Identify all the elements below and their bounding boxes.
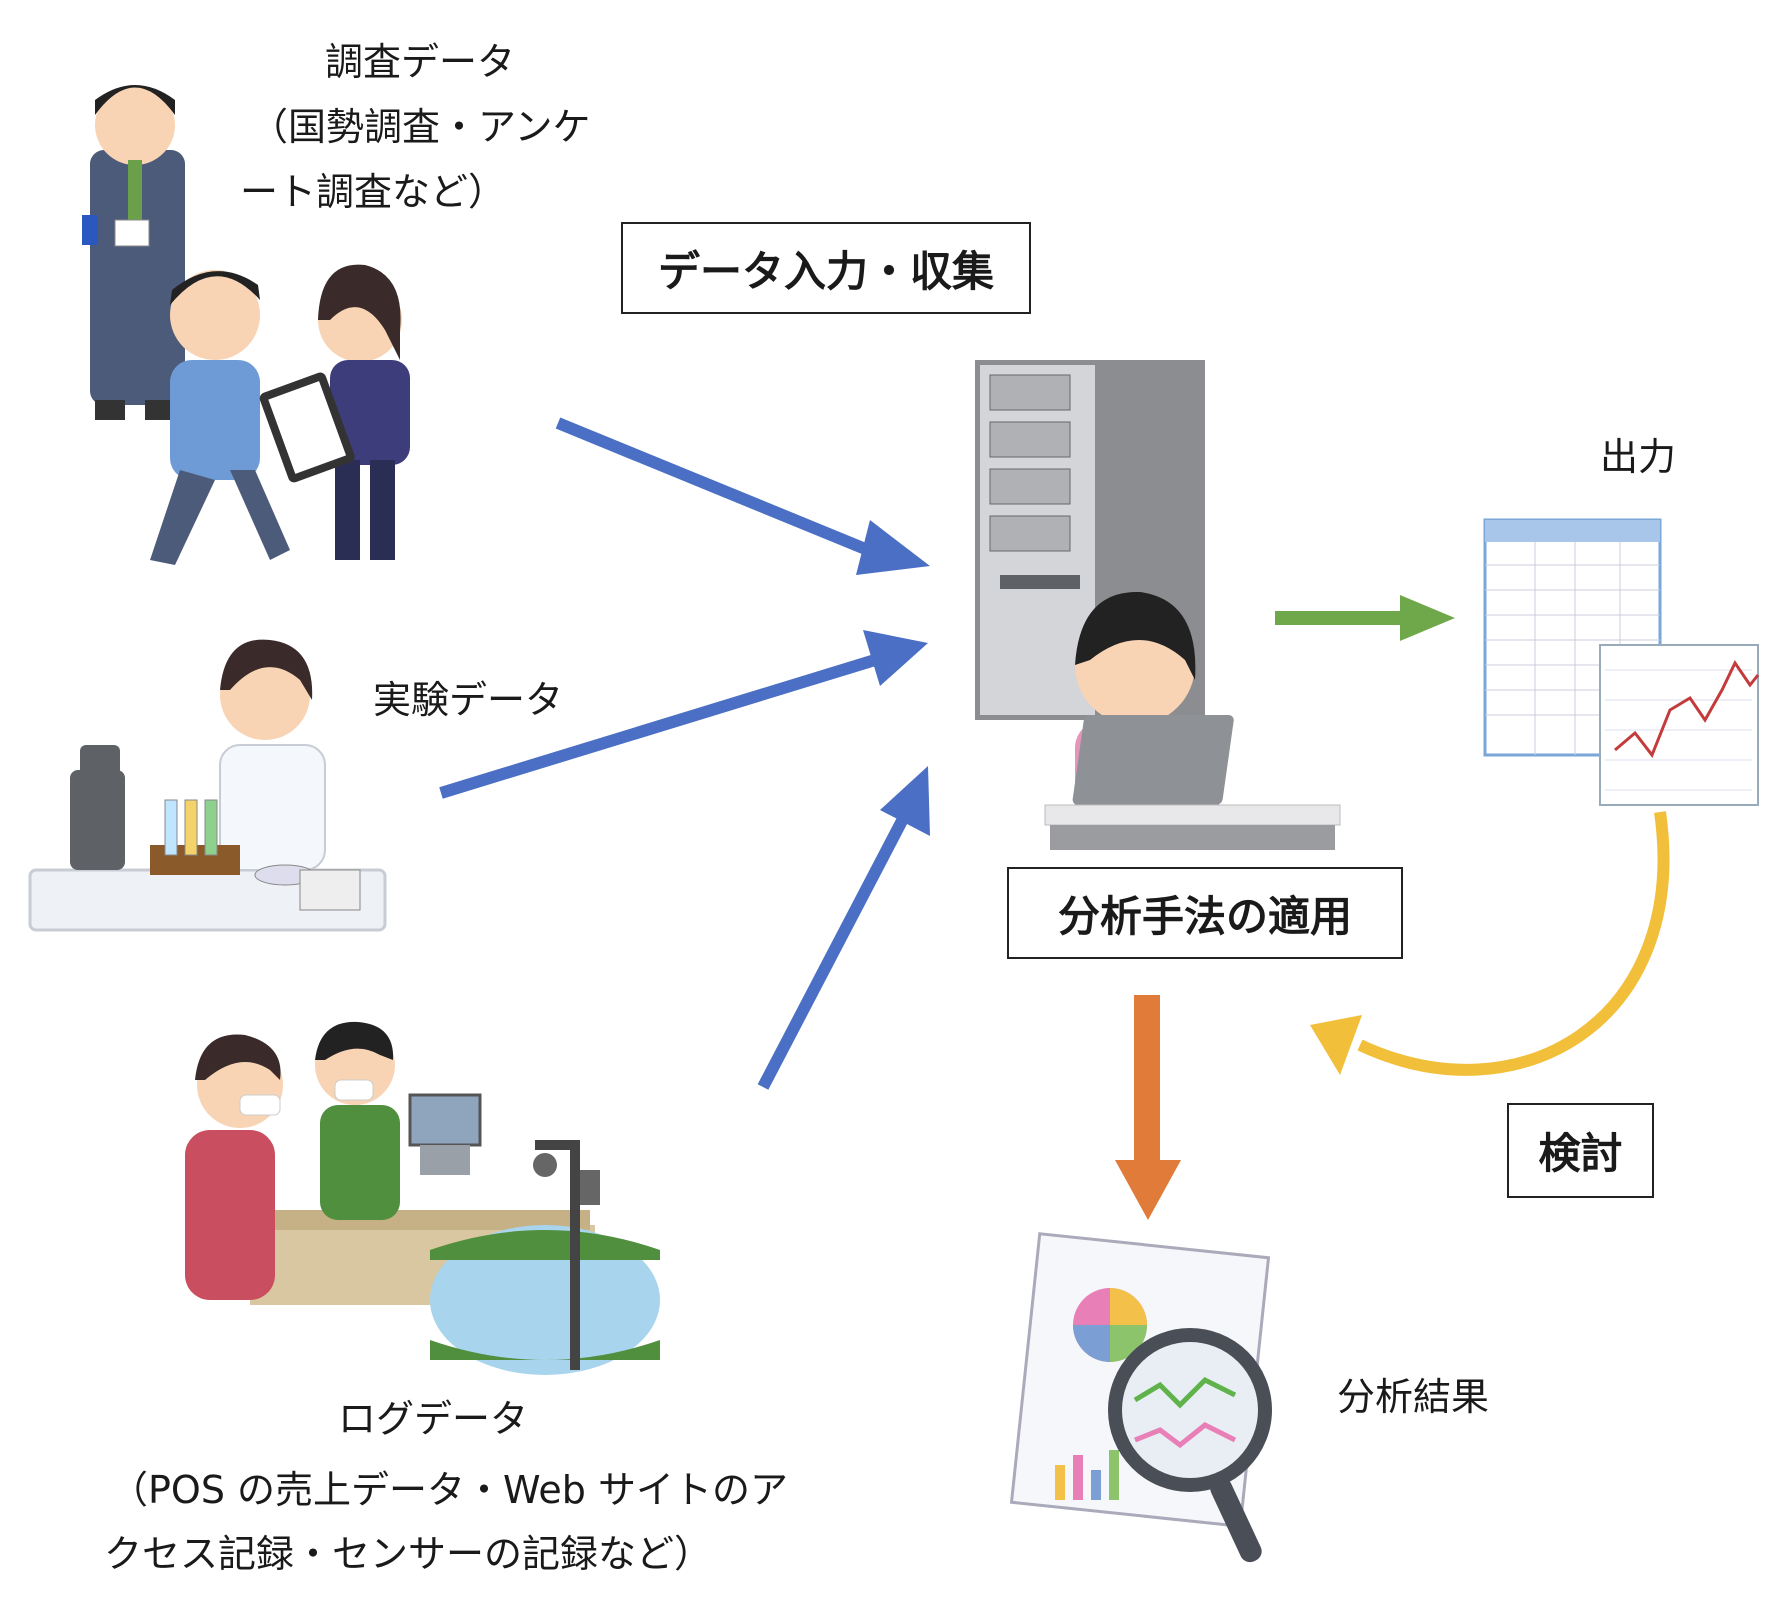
label-experiment: 実験データ [373, 678, 564, 722]
lab-scientist-illustration [28, 639, 387, 932]
label-log-line1: ログデータ [338, 1397, 529, 1441]
arrow-review-head [1310, 1015, 1362, 1075]
arrow-survey-to-server [555, 417, 883, 561]
input-arrows [439, 417, 930, 1090]
spreadsheet-chart-illustration [1483, 518, 1760, 806]
arrow-to-result-head [1115, 1160, 1181, 1220]
report-magnifier-illustration [1009, 1232, 1272, 1563]
arrow-to-output-head [1400, 595, 1455, 641]
label-survey-line1: 調査データ [325, 40, 516, 84]
survey-people-illustration [82, 85, 410, 565]
label-log-line2: （POS の売上データ・Web サイトのア [110, 1468, 788, 1512]
pos-register-sensor-illustration [185, 1021, 660, 1375]
arrow-experiment-to-server [439, 654, 877, 799]
label-log-line3: クセス記録・センサーの記録など） [104, 1532, 713, 1576]
label-survey-line3: ート調査など） [240, 170, 507, 214]
box-data-collection: データ入力・収集 [621, 222, 1031, 314]
label-survey-line2: （国勢調査・アンケ [250, 105, 591, 149]
box-apply-method: 分析手法の適用 [1007, 867, 1403, 959]
label-output: 出力 [1600, 435, 1677, 479]
box-review: 検討 [1507, 1103, 1654, 1198]
arrow-review-loop [1357, 811, 1670, 1076]
label-result: 分析結果 [1337, 1375, 1490, 1419]
arrow-log-to-server [757, 812, 911, 1090]
server-analyst-illustration [975, 360, 1341, 850]
